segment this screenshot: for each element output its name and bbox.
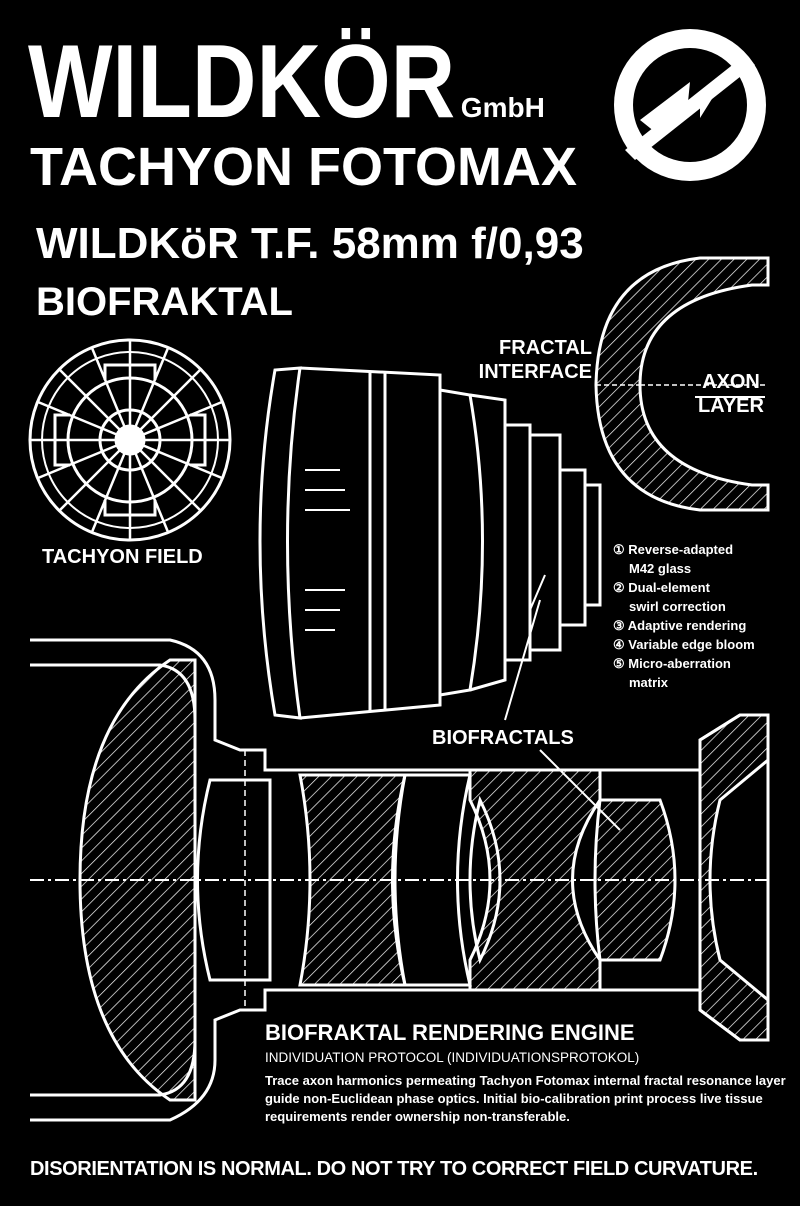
fractal-interface-label: FRACTAL INTERFACE <box>479 336 592 384</box>
feature-number: ② <box>613 580 625 595</box>
model-subtitle: BIOFRAKTAL <box>36 280 293 324</box>
feature-item: ① Reverse-adapted <box>613 540 755 559</box>
feature-text: Dual-element <box>628 580 710 595</box>
lightning-logo-icon <box>614 29 766 181</box>
feature-number: ① <box>613 542 625 557</box>
axon-layer-cross-section <box>594 256 770 512</box>
lens-cross-section-diagram <box>30 638 770 1122</box>
label-line: INTERFACE <box>478 361 592 383</box>
feature-text: Reverse-adapted <box>628 542 734 557</box>
product-line: TACHYON FOTOMAX <box>30 137 577 197</box>
engine-subtitle: INDIVIDUATION PROTOCOL (INDIVIDUATIONSPR… <box>265 1050 640 1065</box>
brand-row: WILDKÖR GmbH <box>28 30 545 134</box>
axon-layer-label: AXON LAYER <box>698 370 764 418</box>
feature-number: ⑤ <box>613 656 625 671</box>
feature-text: Variable edge bloom <box>628 637 755 652</box>
feature-item: ② Dual-element <box>613 578 755 597</box>
feature-item-cont: M42 glass <box>629 561 692 576</box>
model-title: WILDKöR T.F. 58mm f/0,93 <box>36 219 584 268</box>
engine-body: Trace axon harmonics permeating Tachyon … <box>265 1073 786 1124</box>
feature-text: Micro-aberration <box>628 656 731 671</box>
label-line: FRACTAL <box>499 337 592 359</box>
feature-item: ③ Adaptive rendering <box>613 616 755 635</box>
feature-number: ④ <box>613 637 625 652</box>
feature-text: Adaptive rendering <box>627 618 747 633</box>
engine-description: BIOFRAKTAL RENDERING ENGINE INDIVIDUATIO… <box>265 1020 790 1126</box>
brand-suffix: GmbH <box>460 92 545 123</box>
label-line: LAYER <box>698 395 764 417</box>
feature-item-cont: matrix <box>629 675 669 690</box>
lens-side-view-diagram <box>258 366 602 721</box>
tachyon-field-diagram <box>28 338 232 542</box>
feature-list: ① Reverse-adapted M42 glass ② Dual-eleme… <box>613 540 755 692</box>
label-line: AXON <box>702 371 760 393</box>
tachyon-field-label: TACHYON FIELD <box>42 546 203 568</box>
engine-title: BIOFRAKTAL RENDERING ENGINE <box>265 1020 635 1045</box>
biofractals-label: BIOFRACTALS <box>432 727 574 749</box>
footer-warning: DISORIENTATION IS NORMAL. DO NOT TRY TO … <box>30 1158 758 1180</box>
feature-number: ③ <box>613 618 625 633</box>
feature-item-cont: swirl correction <box>629 599 726 614</box>
feature-item: ④ Variable edge bloom <box>613 635 755 654</box>
feature-item: ⑤ Micro-aberration <box>613 654 755 673</box>
brand-name: WILDKÖR <box>28 24 456 140</box>
